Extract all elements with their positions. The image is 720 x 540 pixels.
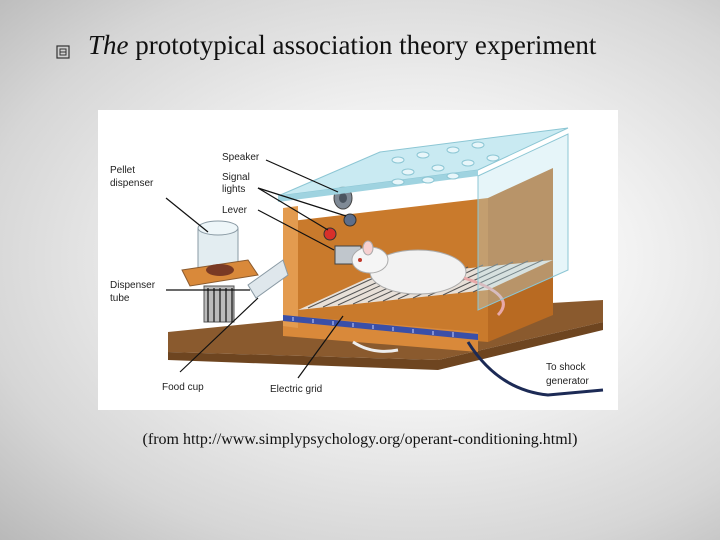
label-tube-2: tube — [110, 293, 130, 304]
pellet-dispenser-icon — [182, 221, 258, 322]
label-tube-1: Dispenser — [110, 280, 156, 291]
title-italic: The — [88, 30, 129, 60]
label-shock-2: generator — [546, 376, 589, 387]
label-signal-2: lights — [222, 184, 245, 195]
label-pellet-1: Pellet — [110, 165, 135, 176]
title-text: prototypical association theory experime… — [135, 30, 596, 60]
label-food-cup: Food cup — [162, 382, 204, 393]
label-signal-1: Signal — [222, 172, 250, 183]
label-pellet-2: dispenser — [110, 178, 154, 189]
skinner-box-figure: Speaker Signal lights Lever Pellet dispe… — [98, 110, 618, 410]
label-lever: Lever — [222, 205, 248, 216]
slide-title: The prototypical association theory expe… — [88, 30, 708, 61]
label-shock-1: To shock — [546, 362, 586, 373]
label-electric-grid: Electric grid — [270, 384, 322, 395]
figure-caption: (from http://www.simplypsychology.org/op… — [0, 431, 720, 449]
dispenser-tube-icon — [248, 260, 288, 298]
square-bullet-icon — [56, 44, 70, 58]
skinner-box-illustration: Speaker Signal lights Lever Pellet dispe… — [98, 110, 618, 410]
label-speaker: Speaker — [222, 152, 260, 163]
signal-light-red-icon — [324, 228, 336, 240]
